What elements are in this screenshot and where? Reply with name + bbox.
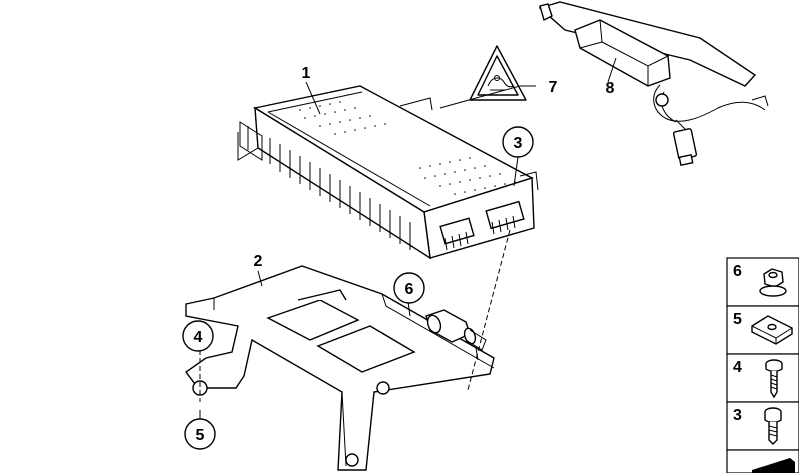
bolt-icon bbox=[764, 407, 782, 445]
warning-label-part bbox=[469, 45, 527, 101]
callout-6: 6 bbox=[405, 281, 414, 298]
panel-footer-icon bbox=[752, 458, 795, 473]
panel-number-5: 5 bbox=[733, 311, 742, 328]
callout-5-circle bbox=[184, 418, 216, 450]
callout-3: 3 bbox=[514, 135, 523, 152]
front-connectors bbox=[439, 200, 525, 251]
alignment-line bbox=[467, 229, 511, 391]
small-parts-panel: 6 5 4 3 bbox=[726, 257, 799, 473]
callout-4-circle bbox=[182, 320, 214, 352]
panel-cell-screw bbox=[726, 353, 799, 403]
callout-5: 5 bbox=[196, 427, 205, 444]
callout-3-circle bbox=[502, 126, 534, 158]
callout-4: 4 bbox=[194, 329, 203, 346]
panel-cell-nut bbox=[726, 257, 799, 307]
panel-number-6: 6 bbox=[733, 263, 742, 280]
callout-2: 2 bbox=[254, 253, 263, 270]
mounting-bracket-part bbox=[185, 265, 495, 471]
callout-1: 1 bbox=[302, 65, 311, 82]
control-module-part bbox=[237, 85, 539, 260]
panel-number-4: 4 bbox=[733, 359, 742, 376]
panel-cell-bolt bbox=[726, 401, 799, 451]
cooling-fins bbox=[237, 121, 411, 250]
vent-pattern bbox=[299, 101, 516, 195]
callout-6-circle bbox=[393, 272, 425, 304]
callout-7: 7 bbox=[549, 79, 558, 96]
antenna-module-part bbox=[538, 1, 769, 166]
callout-8: 8 bbox=[606, 80, 615, 97]
clip-nut-icon bbox=[751, 315, 793, 345]
screw-icon bbox=[765, 359, 783, 399]
nut-icon bbox=[759, 268, 787, 297]
panel-number-3: 3 bbox=[733, 407, 742, 424]
